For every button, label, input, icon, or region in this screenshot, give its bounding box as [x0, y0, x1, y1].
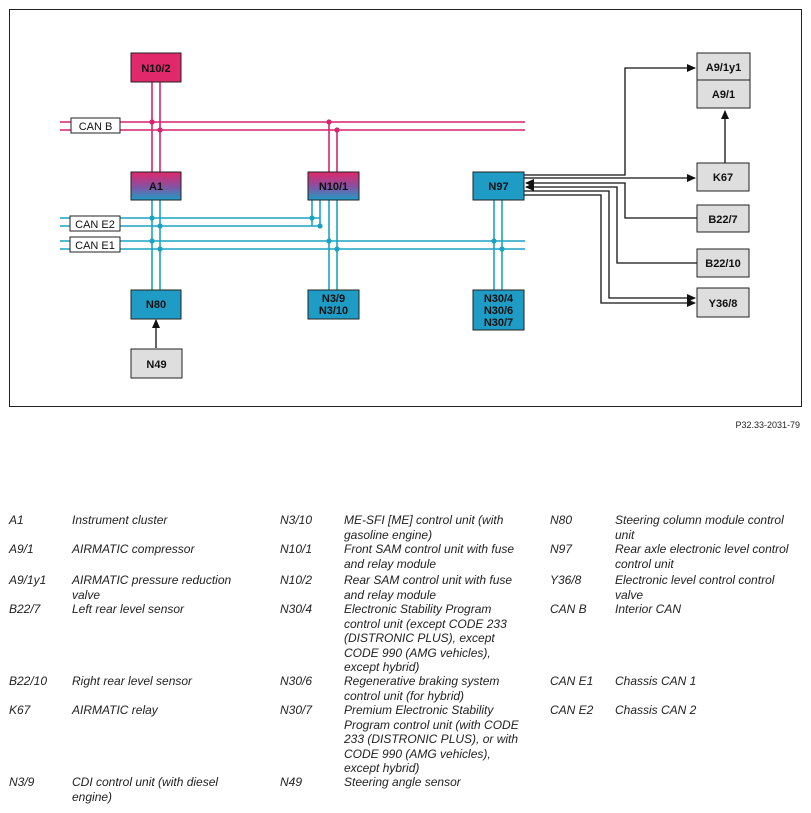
legend-desc: Premium Electronic Stability Program con… — [344, 703, 519, 775]
legend-code: N3/10 — [280, 513, 313, 527]
legend-desc: Rear SAM control unit with fuse and rela… — [344, 573, 513, 602]
module-b22-10: B22/10 — [705, 258, 740, 270]
legend-code: CAN B — [550, 602, 587, 616]
module-n80: N80 — [146, 299, 166, 311]
module-n3-10: N3/10 — [319, 305, 348, 317]
legend-desc: Right rear level sensor — [72, 674, 193, 688]
can-e2-label: CAN E2 — [75, 219, 115, 231]
legend-code: N10/2 — [280, 573, 313, 587]
legend-desc: AIRMATIC pressure reduction valve — [72, 573, 232, 602]
can-b-label: CAN B — [79, 121, 113, 133]
legend-code: N80 — [550, 513, 573, 527]
legend-code: CAN E1 — [550, 674, 594, 688]
legend-code: N3/9 — [9, 775, 35, 789]
module-n10-1: N10/1 — [319, 181, 348, 193]
module-n30-6: N30/6 — [484, 305, 513, 317]
module-n3-9: N3/9 — [322, 293, 345, 305]
module-n49: N49 — [146, 359, 166, 371]
legend-desc: Steering angle sensor — [344, 775, 461, 789]
legend-code: N49 — [280, 775, 303, 789]
legend-code: N10/1 — [280, 542, 313, 556]
module-n30-4: N30/4 — [484, 293, 514, 305]
legend-code: B22/7 — [9, 602, 41, 616]
module-n30-7: N30/7 — [484, 317, 513, 329]
legend-code: A9/1 — [9, 542, 34, 556]
legend-desc: Steering column module control unit — [615, 513, 784, 542]
legend-desc: Electronic Stability Program control uni… — [344, 602, 507, 674]
legend-desc: CDI control unit (with diesel engine) — [72, 775, 219, 804]
can-e-bus — [60, 200, 525, 290]
legend-code: N30/7 — [280, 703, 313, 717]
legend-desc: Regenerative braking system control unit… — [344, 674, 500, 703]
legend-code: Y36/8 — [550, 573, 582, 587]
legend-desc: Rear axle electronic level control contr… — [615, 542, 789, 571]
legend-code: CAN E2 — [550, 703, 594, 717]
network-diagram: CAN B CAN E2 CAN E1 N10/2 A1 N10/1 — [60, 52, 751, 379]
legend-code: N97 — [550, 542, 573, 556]
legend-desc: Front SAM control unit with fuse and rel… — [344, 542, 515, 571]
module-n10-2: N10/2 — [141, 63, 170, 75]
legend-desc: Chassis CAN 2 — [615, 703, 697, 717]
legend-code: K67 — [9, 703, 31, 717]
legend-desc: Chassis CAN 1 — [615, 674, 697, 688]
legend-desc: AIRMATIC relay — [72, 703, 158, 717]
module-n97: N97 — [488, 181, 508, 193]
legend-code: B22/10 — [9, 674, 48, 688]
can-b-bus — [60, 82, 525, 172]
legend-desc: Electronic level control control valve — [615, 573, 775, 602]
legend-code: N30/6 — [280, 674, 313, 688]
module-a9-1: A9/1 — [712, 89, 735, 101]
module-b22-7: B22/7 — [708, 214, 737, 226]
module-k67: K67 — [713, 172, 733, 184]
diagram-frame — [9, 9, 802, 407]
legend-code: A1 — [9, 513, 24, 527]
can-e1-label: CAN E1 — [75, 240, 115, 252]
module-a1: A1 — [149, 181, 163, 193]
module-a9-1y1: A9/1y1 — [706, 62, 741, 74]
legend-code: A9/1y1 — [9, 573, 47, 587]
legend-desc: Instrument cluster — [72, 513, 168, 527]
module-y36-8: Y36/8 — [709, 298, 738, 310]
legend-code: N30/4 — [280, 602, 313, 616]
legend-desc: Left rear level sensor — [72, 602, 185, 616]
figure-reference: P32.33-2031-79 — [735, 420, 800, 430]
legend-desc: ME-SFI [ME] control unit (with gasoline … — [344, 513, 504, 542]
legend-desc: Interior CAN — [615, 602, 682, 616]
legend-desc: AIRMATIC compressor — [72, 542, 195, 556]
